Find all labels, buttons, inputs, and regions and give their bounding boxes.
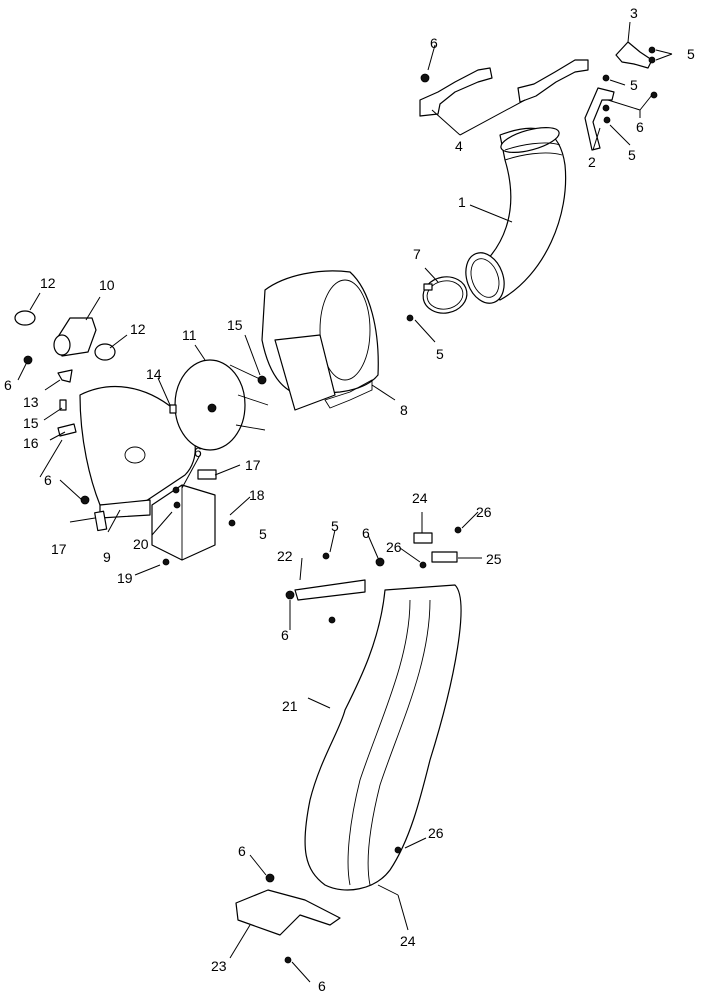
fasteners	[23, 46, 658, 964]
callout-26: 26	[428, 825, 444, 841]
callout-6: 6	[430, 35, 438, 51]
part-22-plate	[294, 579, 366, 601]
callout-24: 24	[400, 933, 416, 949]
callout-11: 11	[182, 327, 197, 343]
callout-17: 17	[51, 541, 67, 557]
part-17-pins	[94, 469, 217, 532]
part-21-chute	[304, 584, 462, 891]
callout-6: 6	[44, 472, 52, 488]
leader-lines	[17, 21, 673, 983]
part-10-motor	[53, 317, 97, 357]
callout-16: 16	[23, 435, 39, 451]
callout-8: 8	[400, 402, 408, 418]
callout-4: 4	[455, 138, 463, 154]
callout-7: 7	[413, 246, 421, 262]
part-11-impeller	[174, 359, 269, 451]
callout-5: 5	[331, 518, 339, 534]
part-7-clamp	[422, 276, 468, 314]
callout-6: 6	[194, 444, 202, 460]
callout-3: 3	[630, 5, 638, 21]
callout-6: 6	[318, 978, 326, 994]
part-24-25-plates	[377, 532, 458, 896]
callout-18: 18	[249, 487, 265, 503]
callout-10: 10	[99, 277, 115, 293]
part-3-bracket	[615, 41, 653, 69]
callout-21: 21	[282, 698, 298, 714]
callout-13: 13	[23, 394, 39, 410]
callout-6: 6	[362, 525, 370, 541]
callout-labels: 1 2 3 4 5 5 5 5 5 5 6 6 6 6 6 6 6 6 6 7 …	[4, 5, 695, 994]
callout-23: 23	[211, 958, 227, 974]
callout-26: 26	[476, 504, 492, 520]
callout-22: 22	[277, 548, 293, 564]
callout-2: 2	[588, 154, 596, 170]
callout-26: 26	[386, 539, 402, 555]
callout-5: 5	[630, 77, 638, 93]
callout-6: 6	[636, 119, 644, 135]
callout-12: 12	[40, 275, 56, 291]
callout-12: 12	[130, 321, 146, 337]
part-2-bracket	[584, 87, 615, 151]
callout-24: 24	[412, 490, 428, 506]
callout-1: 1	[458, 194, 466, 210]
callout-17: 17	[245, 457, 261, 473]
callout-6: 6	[238, 843, 246, 859]
callout-5: 5	[687, 46, 695, 62]
part-8-housing	[261, 270, 379, 411]
callout-20: 20	[133, 536, 149, 552]
callout-15: 15	[23, 415, 39, 431]
callout-5: 5	[628, 147, 636, 163]
callout-15: 15	[227, 317, 243, 333]
callout-5: 5	[436, 346, 444, 362]
callout-6: 6	[4, 377, 12, 393]
callout-6: 6	[281, 627, 289, 643]
part-4-straps	[419, 59, 589, 117]
callout-9: 9	[103, 549, 111, 565]
callout-25: 25	[486, 551, 502, 567]
callout-14: 14	[146, 366, 162, 382]
callout-19: 19	[117, 570, 133, 586]
part-1-elbow-tube	[465, 127, 567, 304]
callout-5: 5	[259, 526, 267, 542]
part-18-bracket	[151, 484, 216, 561]
part-23-bracket	[235, 889, 341, 936]
